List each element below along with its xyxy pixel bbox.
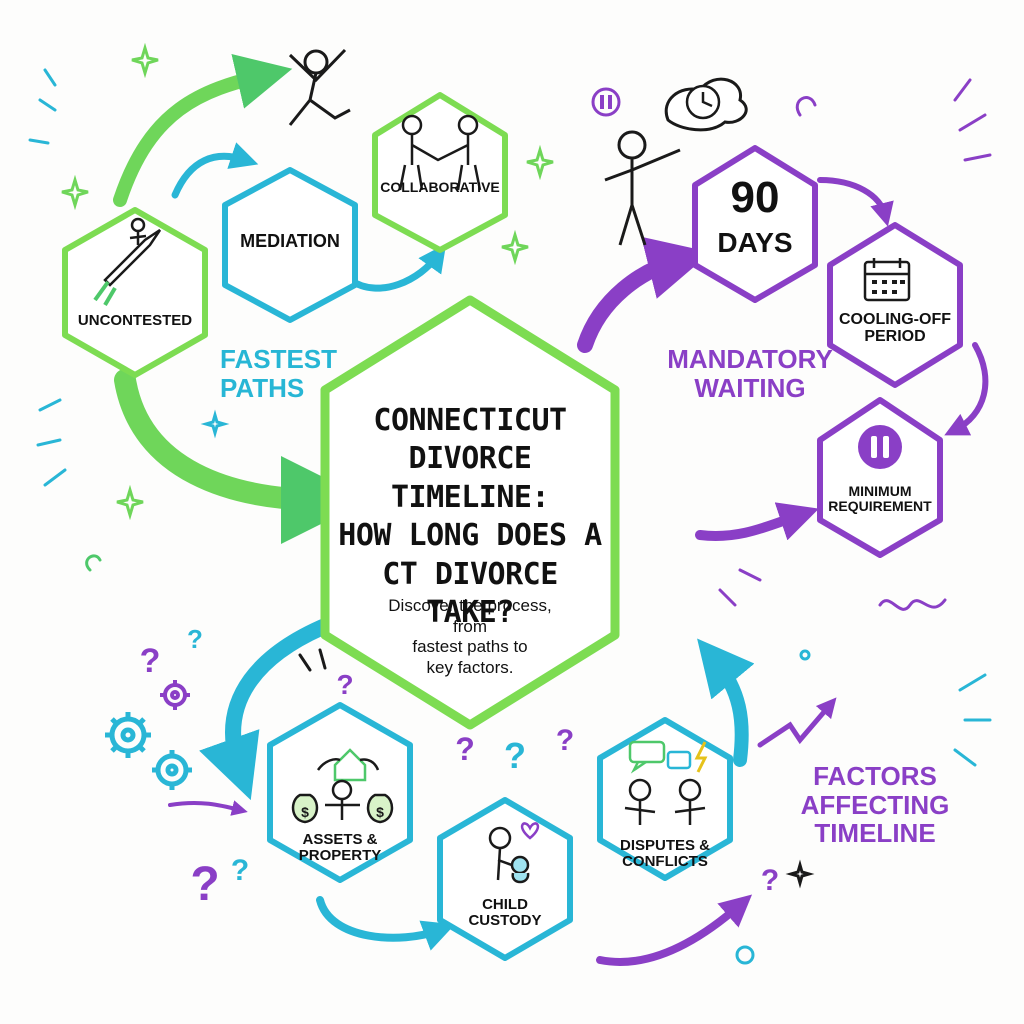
assets-line-2: PROPERTY (298, 846, 382, 864)
minimum-requirement-label: MINIMUM REQUIREMENT (822, 484, 938, 513)
subtitle-line-2: fastest paths to (412, 637, 528, 657)
assets-line-1: ASSETS & (302, 831, 378, 848)
factors-heading-line-1: FACTORS (813, 761, 937, 791)
cooling-off-hexagon (827, 222, 963, 388)
arrow-green-top (113, 54, 293, 207)
ninety-number: 90 (730, 173, 780, 222)
arrow-cyan-to-mediation (171, 142, 259, 199)
arrow-purple-zigzag (757, 697, 837, 748)
ninety-days-hexagon (692, 145, 818, 303)
waiting-heading-line-2: WAITING (694, 372, 806, 403)
factors-heading-line-2: AFFECTING (800, 789, 950, 820)
svg-text:?: ? (556, 724, 574, 757)
subtitle-line-1: Discover the process, from (388, 596, 552, 636)
house-icon (333, 748, 367, 782)
arrow-purple-small-left (168, 800, 248, 816)
collaborative-label: COLLABORATIVE (380, 179, 500, 195)
minimum-line-2: REQUIREMENT (828, 497, 932, 514)
uncontested-hexagon (62, 207, 208, 378)
minimum-hexagon (817, 397, 943, 558)
title-line-3: HOW LONG DOES A (338, 518, 602, 554)
mediation-label: MEDIATION (240, 231, 340, 251)
burst-lines (28, 68, 992, 965)
arrow-cyan-to-collab (346, 243, 447, 292)
svg-text:?: ? (455, 731, 475, 767)
custody-line-1: CHILD (482, 896, 528, 913)
question-mark-icons: ? ? ? ? ? ? ? ? ? (140, 624, 780, 911)
cooling-line-1: COOLING-OFF (839, 311, 951, 328)
cooling-off-label: COOLING-OFF PERIOD (835, 311, 955, 346)
cooling-line-2: PERIOD (864, 327, 926, 345)
svg-text:?: ? (187, 624, 203, 654)
fastest-paths-heading: FASTEST PATHS (220, 345, 360, 402)
main-title: CONNECTICUT DIVORCE TIMELINE: HOW LONG D… (335, 402, 605, 632)
minimum-line-1: MINIMUM (848, 483, 912, 499)
assets-property-label: ASSETS & PROPERTY (275, 832, 405, 864)
custody-icons (488, 822, 540, 884)
arrow-purple-90-to-cooling (817, 177, 894, 227)
pause-icon (858, 425, 902, 469)
svg-text:?: ? (504, 735, 526, 776)
svg-text:?: ? (231, 854, 249, 887)
title-line-1: CONNECTICUT (373, 403, 567, 438)
title-line-4: CT DIVORCE TAKE? (382, 556, 558, 630)
subtitle: Discover the process, from fastest paths… (370, 596, 570, 679)
disputes-line-2: CONFLICTS (622, 852, 708, 870)
speech-bubble-icon (628, 740, 666, 764)
factors-heading: FACTORS AFFECTING TIMELINE (795, 762, 955, 848)
waiting-heading-line-1: MANDATORY (667, 344, 833, 374)
arrow-purple-bottom (596, 894, 753, 966)
handshake-icon (398, 114, 482, 191)
uncontested-label: UNCONTESTED (77, 312, 193, 329)
arrow-cyan-up (697, 638, 755, 767)
arrow-green-to-center (114, 369, 369, 544)
collaborative-hexagon (372, 92, 508, 253)
disputes-conflicts-label: DISPUTES & CONFLICTS (603, 838, 727, 870)
arrow-purple-cooling-to-min (944, 342, 989, 436)
ninety-days-word: DAYS (717, 227, 793, 258)
mediation-hexagon (222, 167, 358, 323)
svg-text:?: ? (190, 858, 219, 911)
custody-line-2: CUSTODY (468, 911, 542, 929)
lightning-icon (694, 741, 708, 773)
custody-hexagon (437, 797, 573, 961)
assets-icons: $ $ (291, 748, 394, 824)
disputes-line-1: DISPUTES & (619, 837, 710, 854)
svg-text:$: $ (301, 804, 309, 820)
disputes-icons (624, 740, 708, 825)
clock-icon (685, 84, 721, 120)
heart-icon (520, 822, 540, 840)
factors-heading-line-3: TIMELINE (814, 818, 936, 849)
central-hexagon (320, 295, 620, 730)
arrow-purple-up (577, 236, 712, 353)
arrow-cyan-to-custody (316, 896, 455, 951)
subtitle-line-3: key factors. (426, 658, 514, 678)
money-bag-icon-2: $ (366, 793, 394, 824)
svg-text:?: ? (140, 642, 161, 680)
arrow-purple-right (695, 502, 819, 541)
flow-arrows (113, 54, 989, 966)
gear-icon-2 (152, 750, 192, 790)
pause-icon-small (591, 87, 621, 117)
assets-hexagon (267, 702, 413, 883)
fastest-heading-line-1: FASTEST (220, 344, 338, 374)
stick-figure-icon (288, 48, 351, 126)
child-custody-label: CHILD CUSTODY (445, 897, 565, 929)
mandatory-waiting-heading: MANDATORY WAITING (650, 345, 850, 402)
svg-text:$: $ (376, 804, 384, 820)
money-bag-icon: $ (291, 793, 319, 824)
gear-icon-3 (160, 680, 190, 710)
svg-text:?: ? (761, 864, 779, 897)
fastest-heading-line-2: PATHS (220, 372, 305, 403)
rocket-icon (93, 217, 162, 307)
calendar-icon (863, 258, 911, 302)
gear-icon (105, 712, 151, 758)
title-line-2: DIVORCE TIMELINE: (390, 441, 550, 515)
svg-text:?: ? (336, 669, 353, 700)
arrow-cyan-down (199, 612, 348, 801)
star-icons (61, 42, 815, 889)
